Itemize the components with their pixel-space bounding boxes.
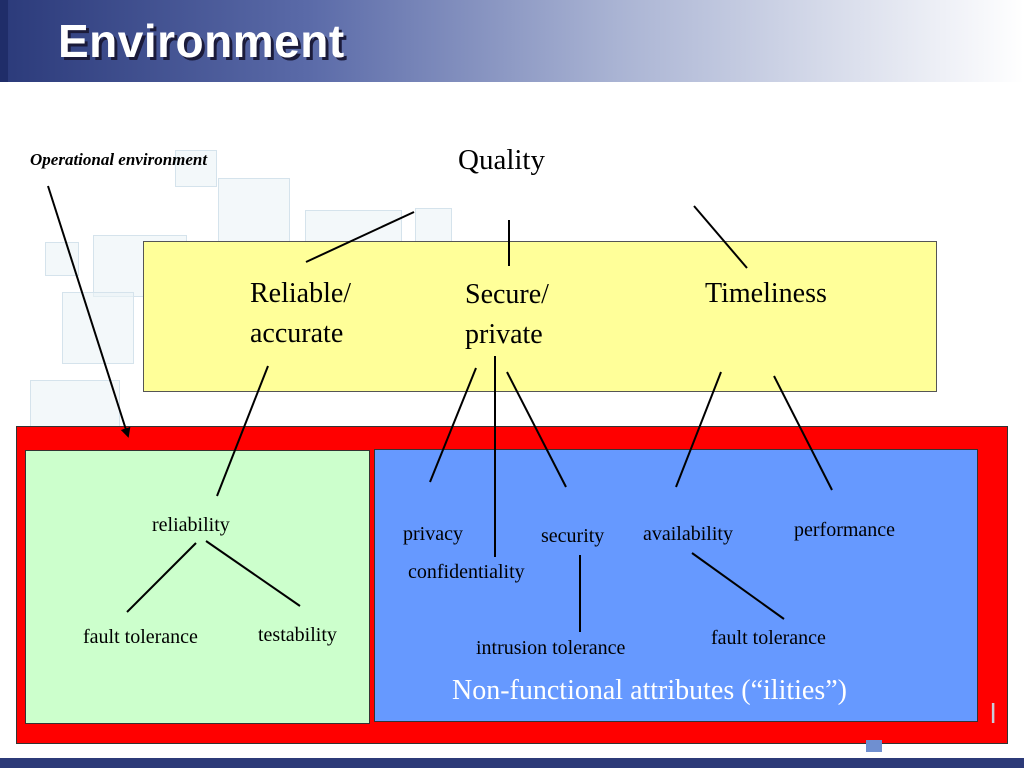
- reliability-attributes-box: [25, 450, 370, 724]
- quality-categories-box: [143, 241, 937, 392]
- secure-category: Secure/ private: [465, 275, 549, 355]
- reliable-line-2: accurate: [250, 318, 344, 349]
- attr-performance: performance: [794, 519, 896, 541]
- nonfunctional-caption: Non-functional attributes (“ilities”): [452, 675, 847, 706]
- quality-label: Quality: [458, 144, 545, 176]
- attr-privacy: privacy: [403, 523, 463, 545]
- slide-title: Environment: [58, 15, 345, 67]
- attr-reliability: reliability: [152, 514, 230, 536]
- line-quality-timeliness: [693, 205, 748, 269]
- attr-fault-tolerance-left: fault tolerance: [83, 626, 198, 648]
- attr-security: security: [541, 525, 605, 547]
- secure-line-2: private: [465, 319, 543, 350]
- timeliness-category: Timeliness: [705, 278, 827, 309]
- secure-line-1: Secure/: [465, 279, 549, 310]
- line-reliability-fault-tolerance: [126, 542, 197, 613]
- bottom-strip: [0, 758, 1024, 768]
- reliable-line-1: Reliable/: [250, 278, 352, 309]
- operational-environment-label: Operational environment: [30, 150, 208, 169]
- arrow-operational-environment: [47, 185, 131, 438]
- line-reliability-testability: [205, 540, 301, 607]
- title-bar: [0, 0, 1024, 82]
- logo-fragment: l: [990, 698, 997, 729]
- attr-fault-tolerance-right: fault tolerance: [711, 627, 826, 649]
- logo-mark: [866, 740, 882, 752]
- attr-intrusion-tolerance: intrusion tolerance: [476, 637, 626, 659]
- security-timeliness-attributes-box: [374, 449, 978, 722]
- line-timeliness-availability: [675, 371, 722, 488]
- attr-confidentiality: confidentiality: [408, 561, 525, 583]
- line-secure-privacy: [429, 367, 477, 483]
- line-quality-reliable: [305, 211, 415, 263]
- attr-testability: testability: [258, 624, 337, 646]
- attr-availability: availability: [643, 523, 733, 545]
- reliable-category: Reliable/ accurate: [250, 274, 351, 354]
- line-availability-fault-tolerance: [691, 552, 785, 620]
- line-reliable-reliability: [216, 365, 269, 497]
- line-timeliness-performance: [773, 375, 833, 491]
- line-secure-security: [506, 371, 567, 488]
